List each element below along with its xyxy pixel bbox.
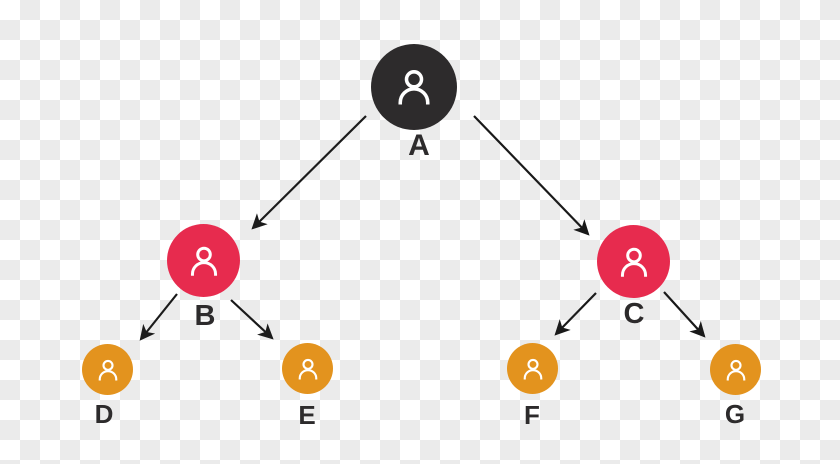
person-icon (398, 70, 430, 105)
node-label-D: D (94, 399, 114, 429)
tree-node-A (371, 44, 457, 130)
person-icon (726, 359, 745, 380)
person-icon (523, 358, 542, 379)
edge-A-C (473, 115, 590, 236)
edge-C-F (554, 292, 597, 336)
person-icon (620, 247, 647, 277)
tree-node-C (597, 225, 670, 298)
node-label-G: G (724, 399, 746, 429)
person-icon (98, 359, 117, 380)
tree-node-E (282, 343, 333, 394)
person-icon (190, 246, 217, 276)
tree-node-G (710, 344, 761, 395)
edge-A-B (251, 115, 367, 230)
node-label-C: C (623, 298, 645, 330)
node-label-E: E (298, 400, 316, 430)
edge-B-D (139, 293, 178, 341)
tree-node-D (82, 344, 133, 395)
tree-node-B (167, 224, 240, 297)
node-label-A: A (408, 129, 430, 162)
node-label-B: B (194, 300, 216, 332)
edge-B-E (230, 299, 274, 340)
edge-C-G (663, 291, 706, 338)
person-icon (298, 358, 317, 379)
node-label-F: F (524, 400, 540, 430)
tree-node-F (507, 343, 558, 394)
